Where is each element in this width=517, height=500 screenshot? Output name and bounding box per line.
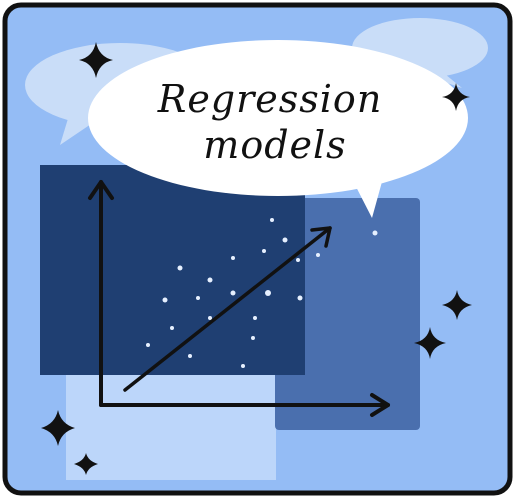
sparkle-top-right-icon [442,83,470,111]
mid-panel [275,198,420,430]
sparkle-bottom-left-icon [41,410,75,446]
sparkle-right-lower-icon [414,327,446,359]
scatter-dots [146,218,378,368]
xy-axes-icon [88,180,390,417]
sparkle-right-upper-icon [442,290,472,320]
sparkles [41,42,472,475]
light-panel [66,365,276,480]
title-line-1: Regression [157,77,383,121]
speech-bubble-icon [88,40,468,218]
dark-panel [40,165,305,375]
sparkle-bottom-small-icon [74,453,98,475]
sparkle-top-left-icon [79,42,113,78]
title-line-2: models [203,123,346,167]
trend-arrow-icon [123,226,332,392]
